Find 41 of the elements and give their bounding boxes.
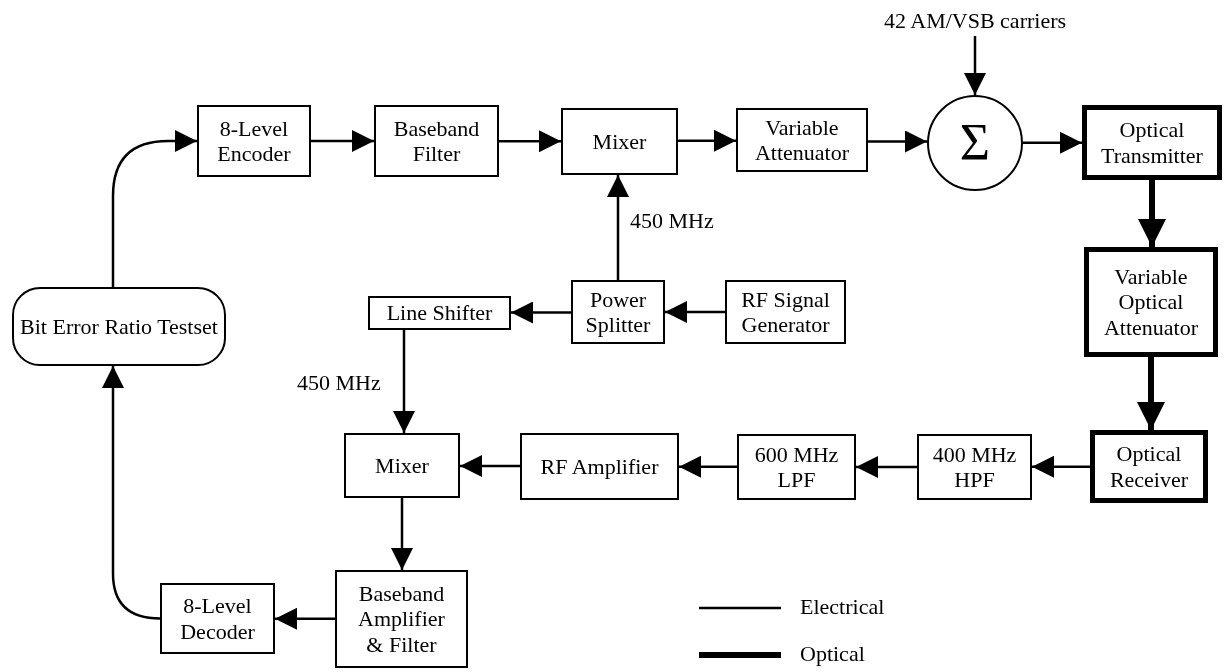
arrow	[499, 130, 561, 153]
arrow	[607, 175, 629, 280]
block-box: Baseband Filter	[374, 105, 499, 177]
block-box: 400 MHz HPF	[917, 434, 1032, 500]
summer-circle: Σ	[927, 95, 1023, 191]
block-box: Variable Attenuator	[736, 108, 868, 172]
arrow	[511, 301, 571, 324]
arrow	[679, 455, 737, 478]
legend-label: Electrical	[800, 594, 885, 620]
block-box: Variable Optical Attenuator	[1084, 247, 1218, 357]
block-box: Mixer	[344, 433, 460, 498]
arrow	[391, 498, 413, 570]
arrow	[393, 330, 415, 433]
block-box: Power Splitter	[571, 280, 665, 344]
block-box: RF Signal Generator	[725, 280, 846, 344]
block-box: Optical Transmitter	[1082, 105, 1222, 180]
legend-label: Optical	[800, 641, 865, 667]
block-box: Baseband Amplifier & Filter	[335, 570, 468, 668]
block-box: 8-Level Decoder	[160, 583, 275, 654]
arrow	[1023, 131, 1082, 154]
arrow	[1137, 357, 1165, 430]
arrow	[1138, 180, 1166, 247]
arrow	[665, 301, 725, 323]
arrow	[1032, 455, 1090, 478]
arrow	[311, 130, 374, 152]
arrow	[460, 455, 520, 477]
block-box: Mixer	[561, 108, 678, 175]
arrow	[868, 130, 927, 153]
block-box: 8-Level Encoder	[197, 105, 311, 177]
arrow	[678, 129, 736, 152]
arrow	[111, 130, 197, 287]
arrow	[856, 456, 917, 478]
arrow	[275, 607, 335, 630]
block-box: Line Shifter	[368, 296, 511, 330]
arrow	[102, 366, 161, 620]
arrow	[964, 36, 986, 95]
signal-label: 42 AM/VSB carriers	[870, 6, 1080, 36]
block-box: 600 MHz LPF	[737, 434, 856, 500]
rounded-box: Bit Error Ratio Testset	[12, 287, 226, 366]
block-box: RF Amplifier	[520, 433, 679, 500]
block-box: Optical Receiver	[1090, 430, 1208, 503]
